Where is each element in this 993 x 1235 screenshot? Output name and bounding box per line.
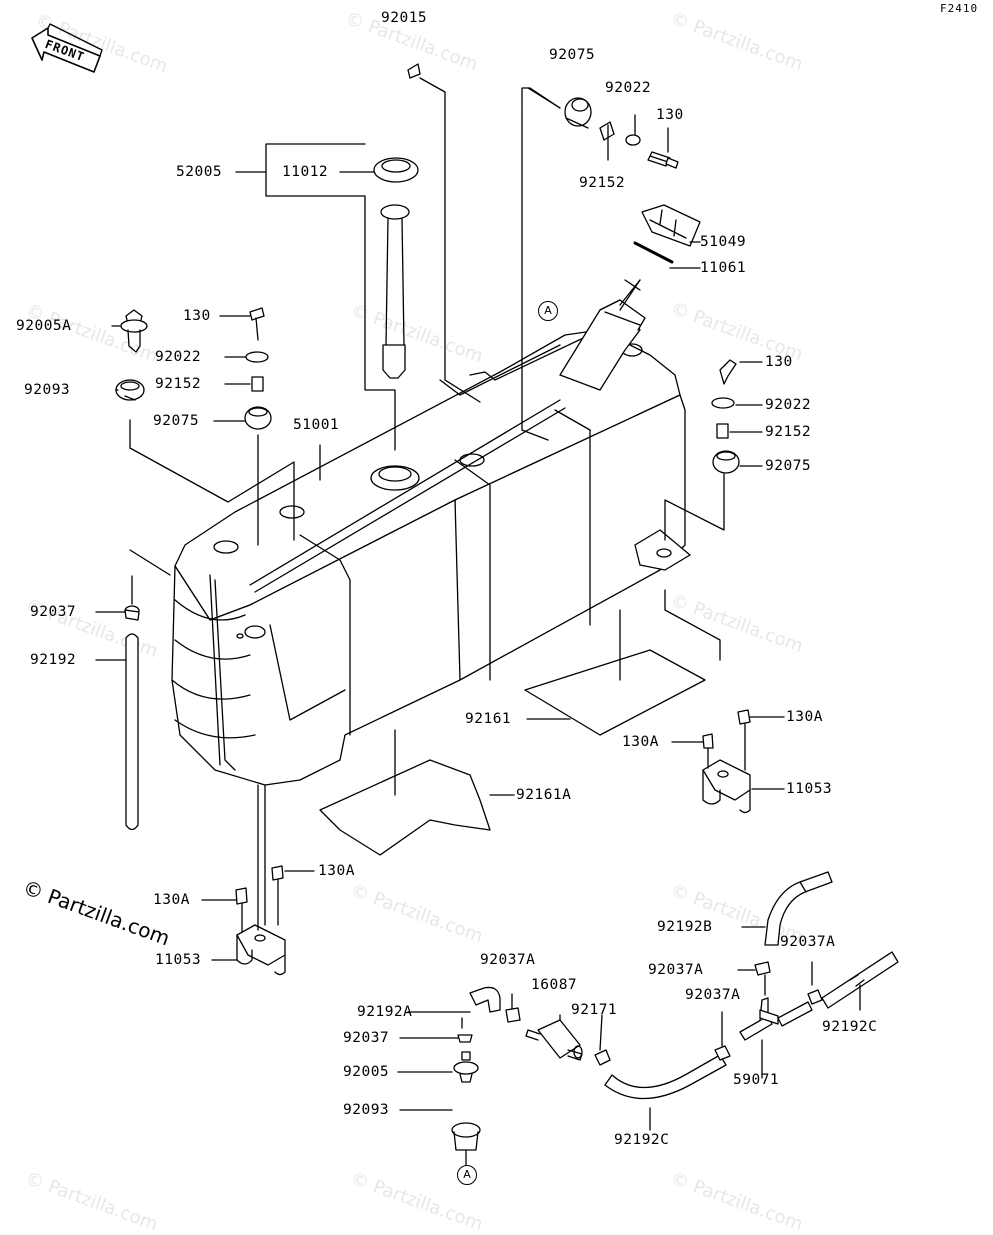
part-label-51049[interactable]: 51049 (700, 234, 747, 250)
part-label-16087[interactable]: 16087 (531, 977, 578, 993)
part-label-59071[interactable]: 59071 (733, 1072, 780, 1088)
part-label-130A[interactable]: 130A (153, 892, 190, 908)
part-label-92037A[interactable]: 92037A (780, 934, 836, 950)
part-label-92161[interactable]: 92161 (465, 711, 512, 727)
fuel-gauge-assembly (373, 157, 419, 379)
bracket-11053-left (236, 924, 286, 976)
part-label-11053[interactable]: 11053 (786, 781, 833, 797)
part-label-92093[interactable]: 92093 (24, 382, 71, 398)
part-label-92152[interactable]: 92152 (765, 424, 812, 440)
part-label-92022[interactable]: 92022 (605, 80, 652, 96)
part-label-92005[interactable]: 92005 (343, 1064, 390, 1080)
part-label-92192B[interactable]: 92192B (657, 919, 713, 935)
part-label-11053[interactable]: 11053 (155, 952, 202, 968)
part-label-92037A[interactable]: 92037A (648, 962, 704, 978)
reference-code: F2410 (940, 2, 979, 15)
part-label-11012[interactable]: 11012 (282, 164, 329, 180)
connector-a-marker-top: A (538, 301, 558, 321)
stud-92005A (120, 309, 148, 353)
part-label-130[interactable]: 130 (765, 354, 793, 370)
part-label-92037[interactable]: 92037 (30, 604, 77, 620)
part-label-92192[interactable]: 92192 (30, 652, 77, 668)
part-label-92152[interactable]: 92152 (579, 175, 626, 191)
part-label-92075[interactable]: 92075 (765, 458, 812, 474)
part-label-130[interactable]: 130 (656, 107, 684, 123)
part-label-92075[interactable]: 92075 (153, 413, 200, 429)
parts-diagram: © Partzilla.com © Partzilla.com © Partzi… (16, 2, 979, 1235)
part-label-130[interactable]: 130 (183, 308, 211, 324)
diagram-drawing (31, 23, 899, 1181)
part-label-130A[interactable]: 130A (318, 863, 355, 879)
part-label-92005A[interactable]: 92005A (16, 318, 72, 334)
part-label-92022[interactable]: 92022 (155, 349, 202, 365)
fuel-filter-16087 (525, 1019, 583, 1061)
part-label-92192C[interactable]: 92192C (614, 1132, 670, 1148)
fuel-tank-51001 (171, 299, 691, 786)
part-label-92192C[interactable]: 92192C (822, 1019, 878, 1035)
part-label-52005[interactable]: 52005 (176, 164, 223, 180)
part-label-51001[interactable]: 51001 (293, 417, 340, 433)
part-label-130A[interactable]: 130A (622, 734, 659, 750)
grommet-92075-top (564, 97, 592, 129)
part-label-11061[interactable]: 11061 (700, 260, 747, 276)
part-label-92037A[interactable]: 92037A (480, 952, 536, 968)
part-label-92015[interactable]: 92015 (381, 10, 428, 26)
connector-a-marker-bottom: A (457, 1165, 477, 1185)
part-label-92093[interactable]: 92093 (343, 1102, 390, 1118)
front-arrow-icon (31, 27, 101, 73)
bracket-11053-right (702, 759, 751, 814)
part-label-92022[interactable]: 92022 (765, 397, 812, 413)
part-label-92075[interactable]: 92075 (549, 47, 596, 63)
part-label-92161A[interactable]: 92161A (516, 787, 572, 803)
part-label-92037A[interactable]: 92037A (685, 987, 741, 1003)
part-label-92037[interactable]: 92037 (343, 1030, 390, 1046)
part-label-92152[interactable]: 92152 (155, 376, 202, 392)
part-label-130A[interactable]: 130A (786, 709, 823, 725)
part-label-92192A[interactable]: 92192A (357, 1004, 413, 1020)
part-label-92171[interactable]: 92171 (571, 1002, 618, 1018)
